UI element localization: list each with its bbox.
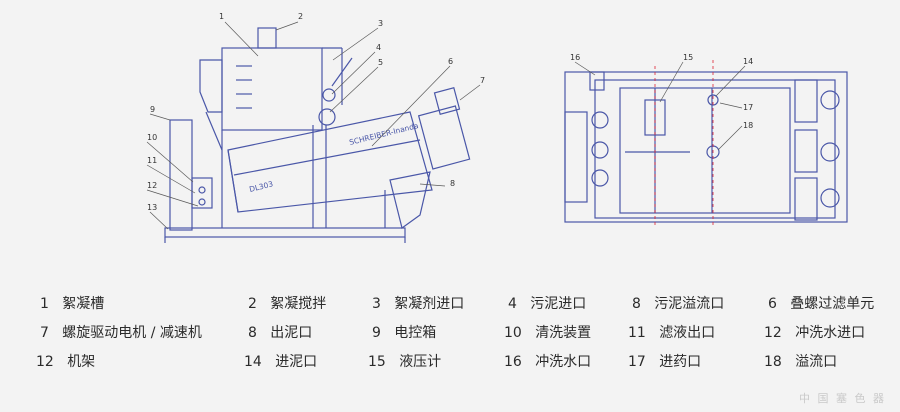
sludge-outlet bbox=[389, 171, 431, 230]
side-view-leader-lines bbox=[146, 21, 481, 230]
callout-15: 15 bbox=[683, 53, 693, 62]
callout-14: 14 bbox=[743, 57, 753, 66]
callout-4: 4 bbox=[376, 43, 381, 52]
callout-5: 5 bbox=[378, 58, 383, 67]
legend-item: 11 滤液出口 bbox=[628, 325, 716, 341]
callout-1: 1 bbox=[219, 12, 224, 21]
watermark: 中 国 塞 色 器 bbox=[799, 392, 886, 405]
legend-item: 4 污泥进口 bbox=[508, 296, 587, 312]
top-wash-inlet bbox=[589, 71, 605, 91]
mixer-motor bbox=[257, 27, 277, 49]
callout-2: 2 bbox=[298, 12, 303, 21]
legend-item: 8 出泥口 bbox=[248, 325, 313, 341]
base-frame bbox=[164, 227, 406, 238]
legend-item: 15 液压计 bbox=[368, 354, 442, 370]
callout-8: 8 bbox=[450, 179, 455, 188]
top-left-panel bbox=[564, 111, 588, 203]
wash-device bbox=[191, 177, 213, 209]
callout-10: 10 bbox=[147, 133, 157, 142]
drive-motor bbox=[417, 105, 471, 170]
legend-item: 2 絮凝搅拌 bbox=[248, 296, 327, 312]
callout-16: 16 bbox=[570, 53, 580, 62]
top-view-callout-numbers: 16 15 14 17 18 bbox=[570, 53, 753, 130]
callout-18: 18 bbox=[743, 121, 753, 130]
side-view-drawing bbox=[164, 27, 471, 243]
legend-item: 10 清洗装置 bbox=[504, 325, 592, 341]
top-centerlines bbox=[654, 60, 714, 228]
callout-6: 6 bbox=[448, 57, 453, 66]
callout-12: 12 bbox=[147, 181, 157, 190]
side-view-callout-numbers: 1 2 3 4 5 6 7 9 10 11 12 13 8 bbox=[147, 12, 485, 212]
callout-11: 11 bbox=[147, 156, 157, 165]
control-box bbox=[169, 119, 193, 231]
legend-item: 16 冲洗水口 bbox=[504, 354, 592, 370]
legend-item: 12 机架 bbox=[36, 354, 96, 370]
legend-item: 8 污泥溢流口 bbox=[632, 296, 725, 312]
callout-3: 3 bbox=[378, 19, 383, 28]
legend-item: 18 溢流口 bbox=[764, 354, 838, 370]
legend-item: 14 进泥口 bbox=[244, 354, 318, 370]
callout-17: 17 bbox=[743, 103, 753, 112]
callout-9: 9 bbox=[150, 105, 155, 114]
flocculant-inlet bbox=[318, 108, 336, 126]
top-view-leader-lines bbox=[574, 61, 746, 151]
legend-item: 1 絮凝槽 bbox=[40, 296, 105, 312]
legend-item: 6 叠螺过滤单元 bbox=[768, 296, 875, 312]
legend-item: 3 絮凝剂进口 bbox=[372, 296, 465, 312]
callout-13: 13 bbox=[147, 203, 157, 212]
sludge-inlet-pipe bbox=[322, 88, 336, 102]
legend-item: 17 进药口 bbox=[628, 354, 702, 370]
top-tank-outline bbox=[619, 87, 791, 214]
legend-item: 9 电控箱 bbox=[372, 325, 437, 341]
feed-hopper bbox=[199, 59, 223, 113]
legend-item: 12 冲洗水进口 bbox=[764, 325, 866, 341]
callout-7: 7 bbox=[480, 76, 485, 85]
legend-item: 7 螺旋驱动电机 / 减速机 bbox=[40, 325, 202, 341]
